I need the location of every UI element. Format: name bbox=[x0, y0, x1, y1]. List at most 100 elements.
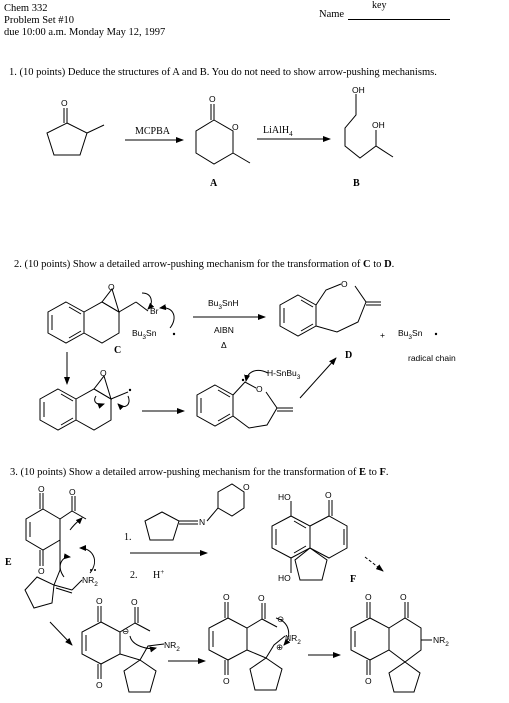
q2-oxepine-radical bbox=[196, 381, 293, 429]
q3-i3-nr2: NR2 bbox=[433, 635, 449, 648]
q2-byproduct: Bu3Sn bbox=[398, 328, 423, 341]
q3-compound-e bbox=[24, 493, 87, 609]
q2-reagent-bu3snh-post: SnH bbox=[222, 298, 239, 308]
q2-plus: + bbox=[380, 330, 385, 340]
q3-e-o-bottom: O bbox=[38, 566, 45, 576]
q1-lactone-o: O bbox=[232, 122, 239, 132]
q3-f-ho-top: HO bbox=[278, 492, 291, 502]
q1-lactone-a bbox=[195, 104, 251, 165]
answer-key-mark: key bbox=[372, 0, 387, 11]
q3-i2-o-bottom: O bbox=[223, 676, 230, 686]
q3-i1-nr2-main: NR bbox=[164, 640, 176, 650]
q1-diol-b bbox=[344, 94, 394, 159]
q2-arrow-up bbox=[299, 357, 337, 399]
q3-i3-o-right: O bbox=[400, 592, 407, 602]
q2-byproduct-post: Sn bbox=[412, 328, 423, 338]
q3-f-ho-bottom: HO bbox=[278, 573, 291, 583]
q3-arrow-curly-e3 bbox=[69, 517, 83, 531]
q3-arrow-down bbox=[49, 621, 73, 646]
q3-i2-minus: ⊖ bbox=[277, 614, 284, 624]
q2-bu3sn: Bu3Sn bbox=[132, 328, 157, 341]
q2-prompt-d: D bbox=[384, 259, 392, 270]
q2-arrow-curly-ring-open bbox=[117, 395, 130, 411]
q3-prompt-f: F bbox=[379, 467, 386, 478]
q3-step-1: 1. bbox=[124, 532, 132, 543]
due-date: due 10:00 a.m. Monday May 12, 1997 bbox=[4, 27, 166, 38]
q3-i2-nr2: NR2 bbox=[285, 633, 301, 646]
q2-d-ring-o: O bbox=[341, 279, 348, 289]
q1-reagent-mcpba: MCPBA bbox=[135, 126, 171, 137]
q3-prompt-e: E bbox=[359, 467, 367, 478]
q3-arrow-curly-i2 bbox=[275, 617, 291, 646]
q2-radical-dot-1 bbox=[172, 332, 176, 336]
q3-i2-acetyl-o: O bbox=[258, 593, 265, 603]
q1-ketone-o: O bbox=[61, 98, 68, 108]
q2-byproduct-sub: 3 bbox=[408, 334, 412, 341]
q3-i1-acetyl-o: O bbox=[131, 597, 138, 607]
q3-i1-nr2: NR2 bbox=[164, 640, 180, 653]
q2-prompt-text: 2. (10 points) Show a detailed arrow-pus… bbox=[14, 259, 364, 270]
q3-label-f: F bbox=[350, 574, 356, 585]
q3-intermediate-2 bbox=[208, 602, 286, 691]
q1-oh-2: OH bbox=[372, 120, 385, 130]
q2-bu3sn-post: Sn bbox=[146, 328, 157, 338]
q1-methylcyclopentanone bbox=[46, 108, 105, 156]
q3-i1-nr2-sub: 2 bbox=[176, 646, 180, 653]
q3-label-e: E bbox=[5, 557, 12, 568]
q2-arrow-curly-br bbox=[141, 292, 155, 310]
q3-hplus-sup: + bbox=[160, 568, 164, 576]
q1-label-a: A bbox=[210, 178, 218, 189]
q3-compound-f bbox=[271, 500, 348, 581]
q3-e-acetyl-o: O bbox=[69, 487, 76, 497]
q3-lone-pair-2 bbox=[94, 569, 96, 571]
q2-prompt-c: C bbox=[363, 259, 371, 270]
q2-compound-d bbox=[279, 283, 381, 337]
q3-i2-nr2-main: NR bbox=[285, 633, 297, 643]
q2-radical-dot-3 bbox=[128, 388, 132, 392]
q3-intermediate-3 bbox=[350, 602, 432, 693]
q2-hsnbu3: H-SnBu3 bbox=[267, 368, 301, 381]
q1-oh-1: OH bbox=[352, 85, 365, 95]
q2-byproduct-main: Bu bbox=[398, 328, 409, 338]
q2-prompt-end: . bbox=[391, 259, 395, 270]
q3-i3-nr2-sub: 2 bbox=[445, 641, 449, 648]
q2-hsnbu3-sub: 3 bbox=[297, 374, 301, 381]
q3-enamine-reagent bbox=[144, 483, 245, 541]
q2-reagent-bu3snh: Bu3SnH bbox=[208, 298, 239, 311]
q2-reagent-bu3snh-main: Bu bbox=[208, 298, 219, 308]
q3-arrow-curly-e2 bbox=[59, 553, 71, 578]
q1-label-b: B bbox=[353, 178, 360, 189]
q2-radical-dot-2 bbox=[434, 332, 438, 336]
q3-prompt: 3. (10 points) Show a detailed arrow-pus… bbox=[10, 467, 389, 478]
q2-reagent-aibn: AIBN bbox=[214, 325, 234, 335]
q2-bu3sn-main: Bu bbox=[132, 328, 143, 338]
problem-set-title: Problem Set #10 bbox=[4, 15, 74, 26]
q3-morpholine-n: N bbox=[199, 517, 205, 527]
q2-compound-c bbox=[47, 287, 149, 344]
q3-i1-o-bottom: O bbox=[96, 680, 103, 690]
q1-reagent-lialh4-main: LiAlH bbox=[263, 125, 289, 136]
q2-arrow-curly-hsn bbox=[244, 369, 269, 382]
q3-i1-minus: ⊖ bbox=[122, 626, 129, 636]
q3-prompt-end: . bbox=[385, 467, 389, 478]
q2-reagent-bu3snh-sub: 3 bbox=[218, 304, 222, 311]
q3-intermediate-1 bbox=[81, 606, 165, 693]
q1-prompt: 1. (10 points) Deduce the structures of … bbox=[9, 67, 437, 78]
course-title: Chem 332 bbox=[4, 3, 48, 14]
q3-morpholine-o: O bbox=[243, 482, 250, 492]
q2-radical-chain: radical chain bbox=[408, 353, 456, 363]
q2-br: Br bbox=[150, 306, 159, 316]
q1-lactone-carbonyl-o: O bbox=[209, 94, 216, 104]
q1-reagent-lialh4: LiAlH4 bbox=[263, 125, 293, 138]
name-underline bbox=[348, 19, 450, 20]
q3-hplus-main: H bbox=[153, 570, 160, 581]
q2-reagent-delta: Δ bbox=[221, 340, 227, 350]
q2-radical-dot-4 bbox=[241, 378, 245, 382]
q2-arrow-curly-sn bbox=[159, 304, 175, 329]
q3-prompt-text: 3. (10 points) Show a detailed arrow-pus… bbox=[10, 467, 360, 478]
q2-epoxide-o: O bbox=[108, 282, 115, 292]
q3-i3-nr2-main: NR bbox=[433, 635, 445, 645]
q2-lower-epoxide-o: O bbox=[100, 368, 107, 378]
q3-e-nr2: NR2 bbox=[82, 575, 98, 588]
